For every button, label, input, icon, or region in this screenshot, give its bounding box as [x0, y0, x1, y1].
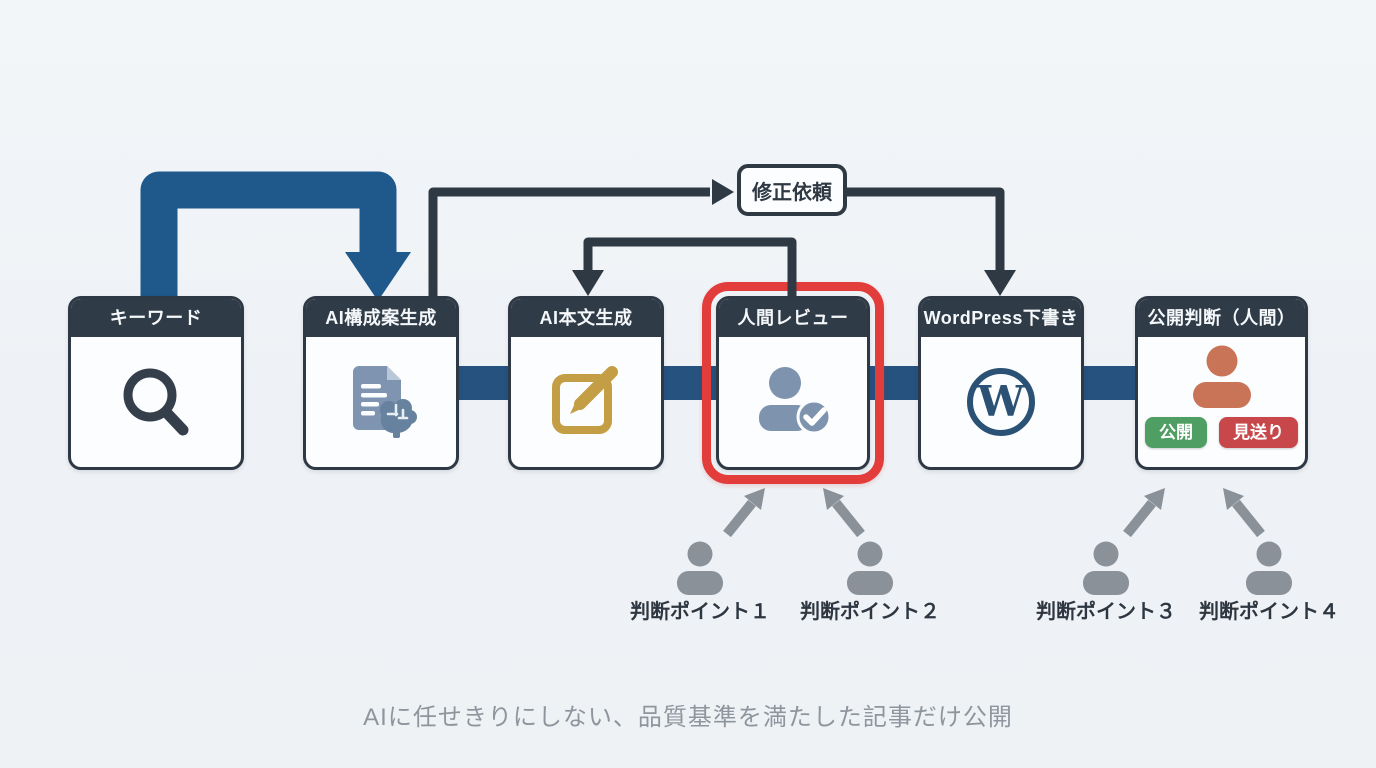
- line-revision-to-wordpress: [846, 187, 1005, 270]
- diagram-caption: AIに任せきりにしない、品質基準を満たした記事だけ公開: [363, 704, 1013, 731]
- edit-compose-icon: [552, 366, 618, 434]
- node-ai-outline-title: AI構成案生成: [306, 299, 456, 337]
- arrowhead-decision-point-2: [823, 488, 844, 510]
- search-icon: [123, 368, 189, 436]
- revision-request-box: 修正依頼: [737, 164, 847, 216]
- node-keyword: キーワード: [68, 296, 244, 470]
- node-wordpress-draft-title: WordPress下書き: [921, 299, 1081, 337]
- node-human-review-title: 人間レビュー: [719, 299, 867, 337]
- decision-point-label-2: 判断ポイント２: [800, 601, 940, 623]
- decision-point-arrows: [723, 488, 1265, 538]
- node-keyword-title: キーワード: [71, 299, 241, 337]
- publish-button: 公開: [1145, 417, 1207, 448]
- node-ai-body-title: AI本文生成: [511, 299, 661, 337]
- reviewer-person-icon-2: [847, 541, 893, 595]
- arrow-decision-point-2: [832, 499, 865, 538]
- review-highlight-frame: [702, 282, 884, 484]
- reviewer-icons: [677, 541, 1292, 595]
- arrowhead-into-body: [572, 270, 604, 296]
- wordpress-icon: W: [967, 368, 1035, 436]
- arrowhead-decision-point-3: [1144, 488, 1165, 510]
- document-brain-icon: [353, 366, 417, 438]
- decision-point-label-3: 判断ポイント３: [1036, 601, 1176, 623]
- brain-glyph: [380, 399, 417, 438]
- thick-blue-arrow: [140, 171, 411, 302]
- decision-point-label-4: 判断ポイント４: [1199, 601, 1339, 623]
- arrowhead-into-wordpress: [984, 270, 1016, 296]
- line-outline-to-revision: [428, 187, 710, 296]
- skip-button: 見送り: [1219, 417, 1298, 448]
- reviewer-person-icon-3: [1083, 541, 1129, 595]
- arrow-decision-point-3: [1123, 499, 1156, 538]
- revision-request-label: 修正依頼: [752, 181, 832, 204]
- arrow-decision-point-1: [723, 499, 756, 538]
- node-ai-body: AI本文生成: [508, 296, 664, 470]
- reviewer-person-icon-4: [1246, 541, 1292, 595]
- arrowhead-into-revision: [712, 179, 734, 205]
- decision-point-label-1: 判断ポイント１: [630, 601, 770, 623]
- reviewer-person-icon-1: [677, 541, 723, 595]
- person-icon: [1192, 345, 1251, 408]
- arrowhead-decision-point-4: [1223, 488, 1244, 510]
- wordpress-w-letter: W: [976, 377, 1025, 426]
- node-publish-decision-title: 公開判断（人間）: [1138, 299, 1305, 337]
- arrowhead-decision-point-1: [744, 488, 765, 510]
- node-wordpress-draft: WordPress下書き W: [918, 296, 1084, 470]
- arrow-decision-point-4: [1232, 499, 1265, 538]
- node-ai-outline: AI構成案生成: [303, 296, 459, 470]
- node-publish-decision: 公開判断（人間） 公開 見送り: [1135, 296, 1308, 470]
- decision-buttons: 公開 見送り: [1145, 417, 1298, 448]
